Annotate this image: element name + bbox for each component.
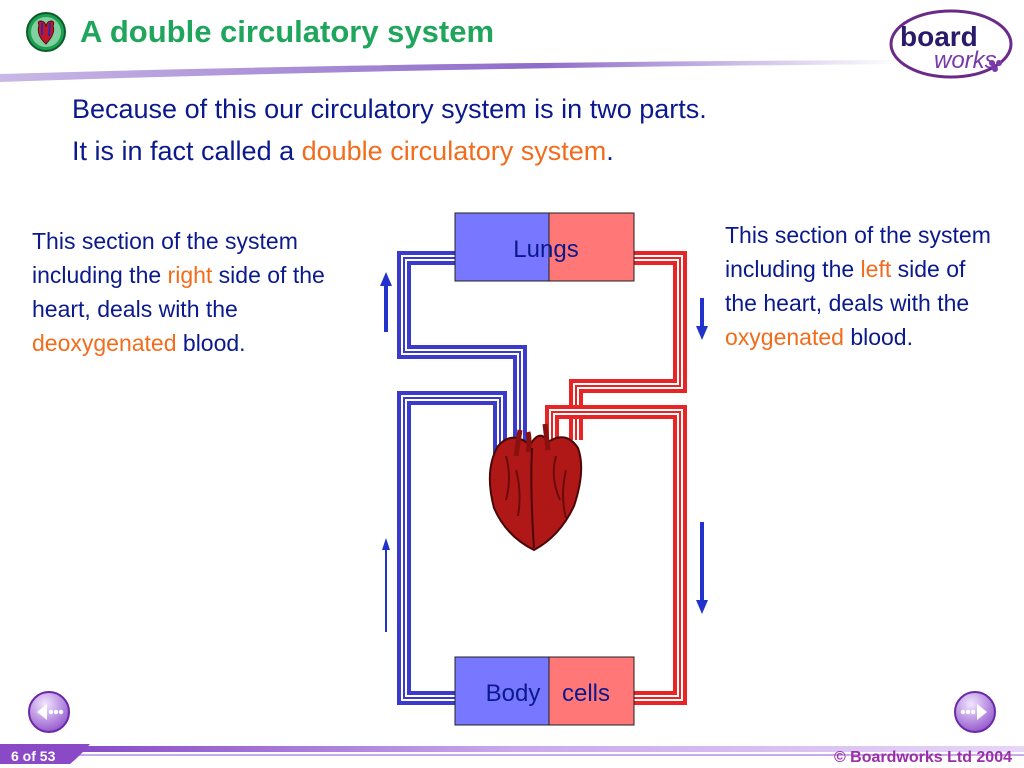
lungs-label: Lungs: [513, 236, 578, 263]
page-title: A double circulatory system: [80, 14, 495, 49]
intro-line-2-suffix: .: [606, 136, 614, 166]
heart-logo-icon: [26, 12, 66, 52]
left-panel-text: This section of the system including the…: [32, 224, 372, 360]
left-text-part: side of the heart, deals with the: [32, 262, 325, 322]
arrow-up-icon: [380, 272, 392, 332]
intro-text: Because of this our circulatory system i…: [72, 88, 707, 172]
lungs-box: Lungs: [454, 212, 635, 282]
right-text-part: blood.: [843, 324, 913, 350]
blue-vessel-upper: [397, 251, 527, 454]
back-arrow-icon: [37, 704, 64, 720]
blue-vessel-lower: [397, 391, 507, 705]
cells-label: cells: [562, 680, 610, 707]
header-decoration: [0, 60, 900, 82]
left-highlight-right: right: [167, 262, 213, 288]
svg-text:works: works: [934, 47, 997, 74]
intro-line-1: Because of this our circulatory system i…: [72, 94, 707, 124]
right-text-part: side of the heart, deals with the: [725, 256, 970, 316]
page-number: 6 of 53: [11, 748, 56, 764]
red-vessel-lower: [545, 405, 687, 705]
arrow-down-icon: [696, 522, 708, 614]
prev-slide-button[interactable]: [27, 690, 71, 734]
left-text-part: This section of the system including the: [32, 228, 298, 288]
intro-line-2-prefix: It is in fact called a: [72, 136, 302, 166]
body-cells-box: Body cells: [454, 656, 635, 726]
copyright-text: © Boardworks Ltd 2004: [833, 749, 1012, 766]
left-highlight-deoxygenated: deoxygenated: [32, 330, 177, 356]
svg-text:board: board: [900, 21, 978, 52]
boardworks-logo: board works: [888, 6, 1018, 82]
arrow-down-icon: [696, 298, 708, 340]
intro-highlight: double circulatory system: [301, 136, 607, 166]
next-slide-button[interactable]: [953, 690, 997, 734]
left-text-part: blood.: [176, 330, 246, 356]
right-panel-text: This section of the system including the…: [725, 218, 995, 354]
forward-arrow-icon: [960, 704, 987, 720]
intro-line-2: It is in fact called a double circulator…: [72, 130, 707, 172]
right-highlight-left: left: [860, 256, 892, 282]
red-vessel-upper: [569, 251, 687, 440]
right-highlight-oxygenated: oxygenated: [725, 324, 844, 350]
arrow-up-icon: [382, 538, 390, 632]
heart-icon: [488, 423, 583, 552]
right-text-part: This section of the system including the: [725, 222, 991, 282]
footer-bar: [0, 744, 1024, 764]
body-label: Body: [486, 680, 541, 707]
